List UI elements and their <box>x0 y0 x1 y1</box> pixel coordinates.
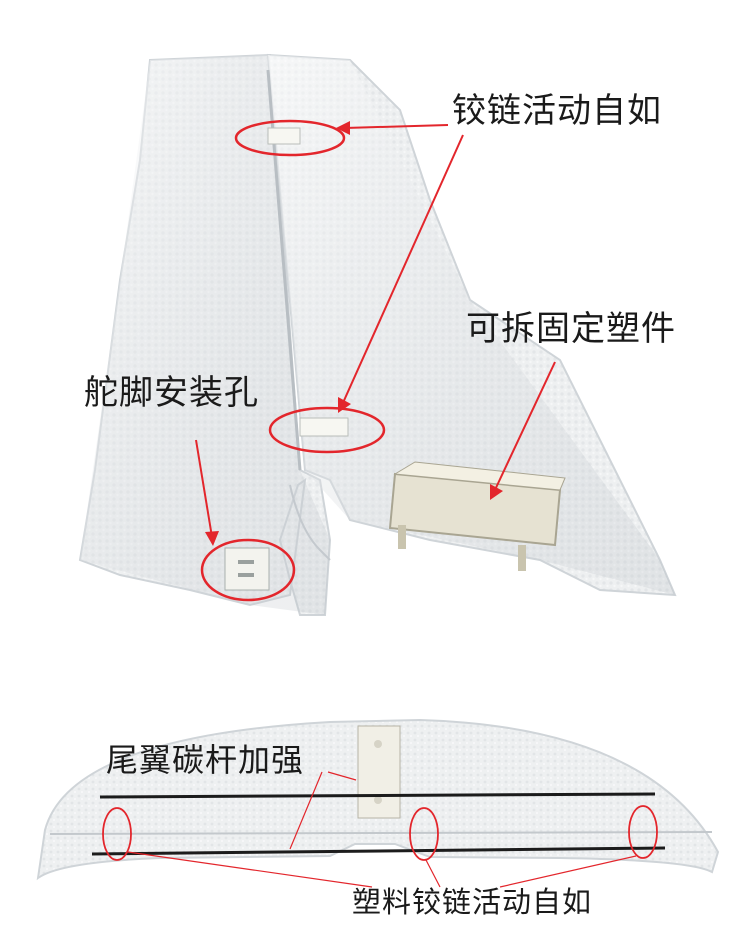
label-removable-plastic-part: 可拆固定塑件 <box>466 309 676 349</box>
right-hinge-ellipse <box>628 805 658 859</box>
horn-callout-ellipse <box>200 538 296 602</box>
horizontal-tail-photo <box>0 682 750 950</box>
elevator-hinge-line <box>49 831 713 835</box>
carbon-rod-upper <box>99 792 656 799</box>
carbon-rod-lower <box>91 846 666 856</box>
bottom-callout-lines <box>127 771 637 888</box>
middle-hinge-part <box>299 417 349 437</box>
label-plastic-hinge-free-movement: 塑料铰链活动自如 <box>352 885 593 919</box>
center-hinge-ellipse <box>409 807 439 861</box>
center-mount-part <box>357 725 401 819</box>
rudder-horn-part <box>224 547 270 591</box>
horn-cutout <box>289 484 331 561</box>
vertical-tail-photo <box>78 53 677 616</box>
label-carbon-rod-reinforcement: 尾翼碳杆加强 <box>106 741 305 779</box>
hinge-top-callout-ellipse <box>234 119 346 157</box>
left-hinge-ellipse <box>102 807 132 861</box>
callout-arrows <box>195 121 556 546</box>
top-hinge-part <box>267 127 301 145</box>
plastic-mount-block <box>388 461 566 571</box>
hinge-mid-callout-ellipse <box>268 406 386 454</box>
label-hinge-free-movement: 铰链活动自如 <box>452 91 662 131</box>
label-rudder-horn-hole: 舵脚安装孔 <box>84 373 259 413</box>
